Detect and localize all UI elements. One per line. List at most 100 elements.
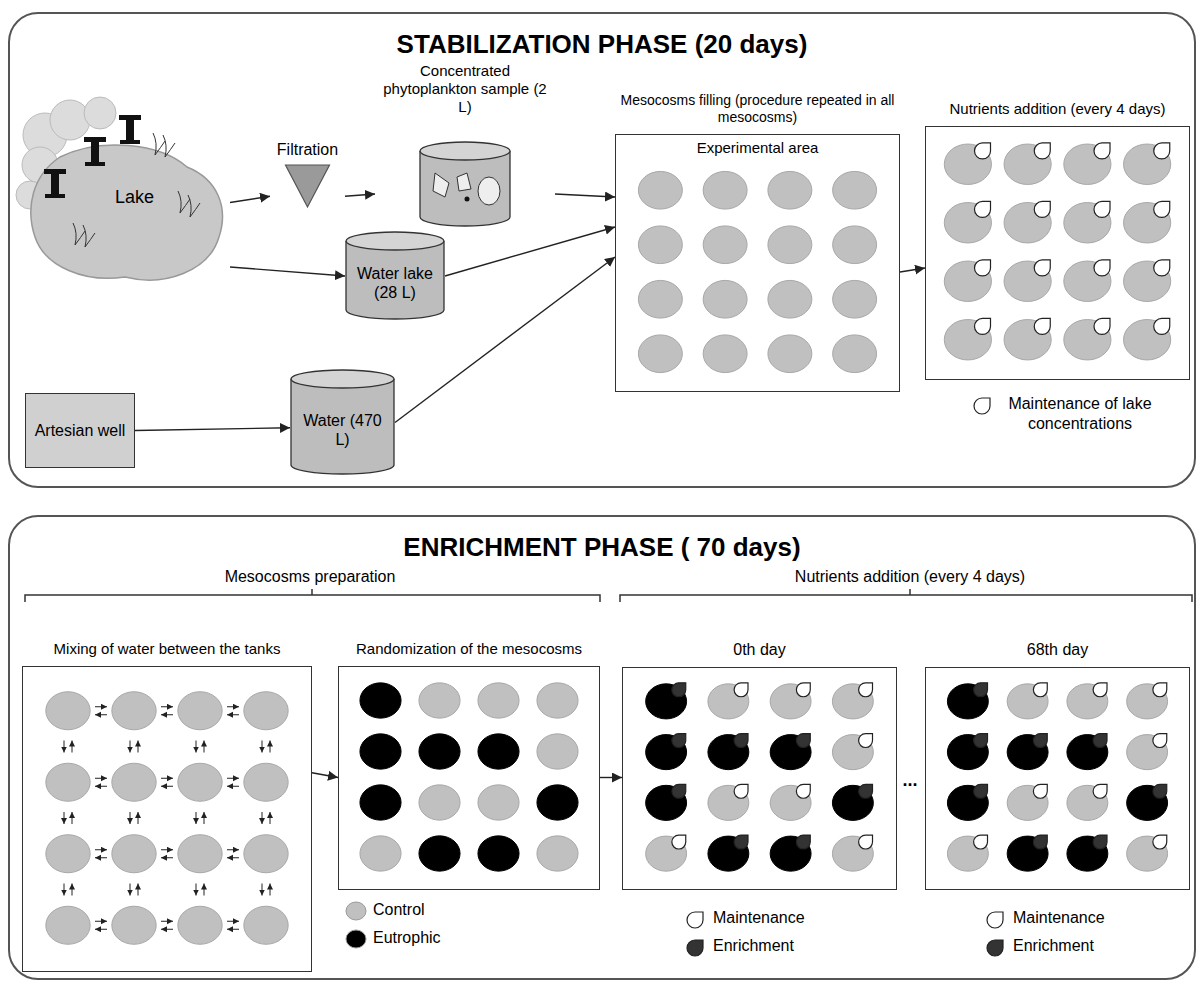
sample-label: Concentrated phytoplankton sample (2 L) xyxy=(375,62,555,116)
mesocosm-grid: 68th day xyxy=(925,640,1190,890)
enrichment-drop xyxy=(796,734,810,748)
maintenance-drop xyxy=(1153,835,1167,849)
legend-item: Maintenance xyxy=(985,908,1185,930)
bracket xyxy=(25,589,600,602)
phase-title: ENRICHMENT PHASE ( 70 days) xyxy=(10,531,1194,563)
tank-grid xyxy=(926,127,1189,379)
control-tank xyxy=(947,836,988,871)
enrichment-drop xyxy=(734,835,748,849)
cylinder-body xyxy=(420,151,510,226)
enrichment-drop xyxy=(672,683,686,697)
enrichment-drop xyxy=(974,784,988,798)
filter-triangle: Filtration xyxy=(270,140,345,215)
maintenance-drop xyxy=(734,784,748,798)
vegetation-cloud xyxy=(84,97,116,129)
mix-arrow xyxy=(227,849,239,850)
maintenance-drop xyxy=(974,398,990,414)
mix-arrow xyxy=(161,714,173,715)
maintenance-drop xyxy=(974,318,990,334)
mix-arrow xyxy=(130,884,131,896)
flow-arrow xyxy=(312,773,338,778)
maintenance-drop xyxy=(734,683,748,697)
section-label: Nutrients addition (every 4 days) xyxy=(760,567,1060,587)
maintenance-drop xyxy=(974,835,988,849)
mix-arrow xyxy=(161,786,173,787)
maintenance-drop xyxy=(1034,201,1050,217)
control-tank xyxy=(768,171,812,209)
control-tank xyxy=(770,785,811,820)
box-heading: Nutrients addition (every 4 days) xyxy=(925,100,1190,118)
control-tank xyxy=(703,280,747,318)
control-tank xyxy=(112,835,156,873)
mix-arrow xyxy=(227,706,239,707)
maintenance-drop xyxy=(1033,683,1047,697)
control-tank xyxy=(112,906,156,944)
mix-arrow xyxy=(161,706,173,707)
eutrophic-tank xyxy=(419,734,460,769)
control-tank xyxy=(1127,684,1168,719)
cylinder-body xyxy=(346,241,444,319)
control-tank xyxy=(1127,836,1168,871)
maintenance-drop xyxy=(974,260,990,276)
cylinder-label: Water lake (28 L) xyxy=(345,264,445,302)
control-tank xyxy=(244,692,288,730)
box-heading: Mesocosms filling (procedure repeated in… xyxy=(615,92,900,126)
mix-arrow xyxy=(227,921,239,922)
control-tank xyxy=(768,226,812,264)
tank-grid xyxy=(339,667,599,889)
control-tank xyxy=(178,906,222,944)
enrichment-drop xyxy=(974,734,988,748)
control-tank xyxy=(1007,785,1048,820)
bracket xyxy=(620,589,1192,602)
eutrophic-tank xyxy=(360,734,401,769)
mesocosm-grid: Mixing of water between the tanks xyxy=(22,640,312,972)
control-tank xyxy=(833,171,877,209)
maintenance-drop xyxy=(859,734,873,748)
flow-arrow xyxy=(135,428,290,431)
control-tank xyxy=(638,226,682,264)
control-tank xyxy=(537,683,578,718)
control-tank xyxy=(832,684,873,719)
flow-arrow xyxy=(230,267,345,276)
cylinder-label: Water (470 L) xyxy=(290,411,395,449)
maintenance-drop xyxy=(1094,143,1110,159)
eutrophic-tank xyxy=(1127,785,1168,820)
flow-arrow xyxy=(900,268,925,272)
phytoplankton-cell xyxy=(465,197,470,202)
enrichment-drop xyxy=(974,683,988,697)
maintenance-drop xyxy=(1034,260,1050,276)
control-tank xyxy=(768,280,812,318)
mix-arrow xyxy=(161,929,173,930)
lake-label: Lake xyxy=(115,187,154,208)
legend-item: Control xyxy=(345,900,545,922)
grass-stroke xyxy=(188,195,200,217)
mix-arrow xyxy=(204,884,205,896)
cylinder-top xyxy=(346,232,444,250)
maintenance-drop xyxy=(687,912,703,928)
flow-arrow xyxy=(600,777,622,778)
mix-arrow xyxy=(204,741,205,753)
eutrophic-tank xyxy=(1067,836,1108,871)
mix-arrow xyxy=(161,921,173,922)
tank-grid xyxy=(616,135,899,391)
control-tank xyxy=(419,683,460,718)
box-heading: Mixing of water between the tanks xyxy=(22,640,312,658)
lake-body xyxy=(31,145,223,280)
box-heading: 68th day xyxy=(925,640,1190,659)
control-tank xyxy=(770,684,811,719)
legend-item: Maintenance of lake concentrations xyxy=(972,394,1172,434)
eutrophic-tank xyxy=(947,684,988,719)
mix-arrow xyxy=(138,884,139,896)
control-tank xyxy=(768,335,812,373)
maintenance-drop xyxy=(1154,201,1170,217)
phytoplankton-cell xyxy=(433,173,471,197)
flow-arrow xyxy=(555,194,615,197)
eutrophic-tank xyxy=(360,785,401,820)
water-cylinder: Water lake (28 L) xyxy=(345,232,445,320)
maintenance-drop xyxy=(974,201,990,217)
label-holder: ... xyxy=(898,770,922,790)
legend-swatch xyxy=(345,900,367,922)
control-tank xyxy=(1127,735,1168,770)
control-tank xyxy=(833,280,877,318)
